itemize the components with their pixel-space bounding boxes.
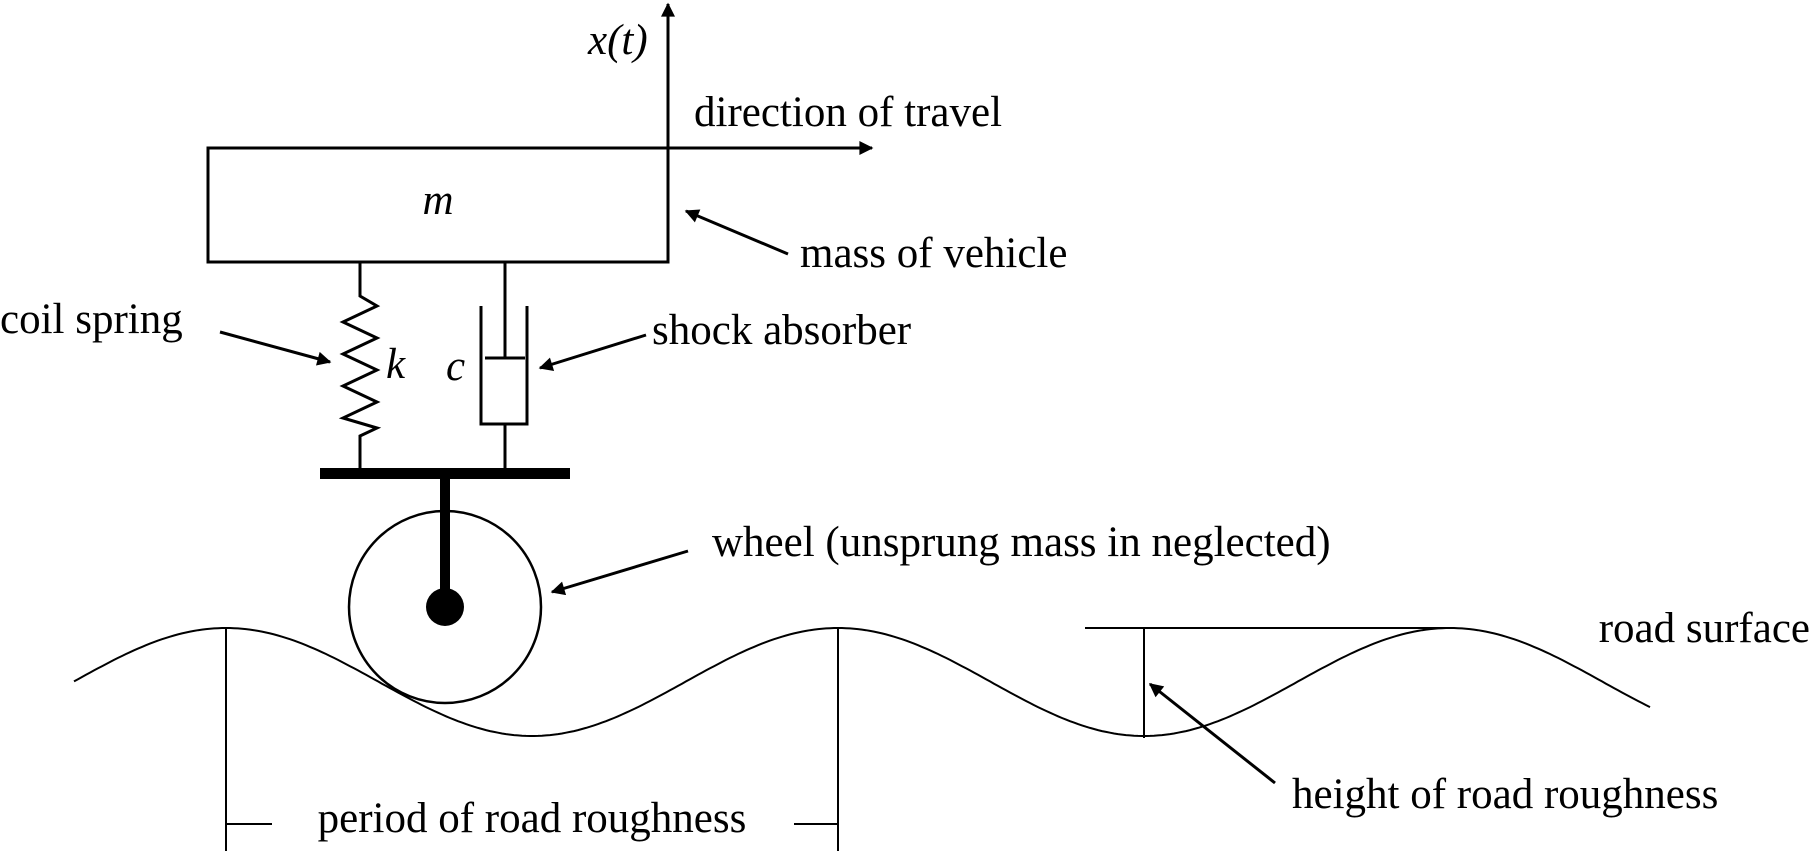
- wheel-hub: [426, 588, 464, 626]
- coil-spring: [338, 262, 382, 472]
- spring-pointer-arrow: [219, 330, 332, 366]
- spring-label: coil spring: [0, 296, 183, 343]
- mass-pointer-arrow: [684, 209, 789, 256]
- shock-absorber: [479, 262, 529, 472]
- spring-symbol: k: [386, 341, 406, 388]
- road-surface-line: [73, 627, 1651, 737]
- damper-symbol: c: [446, 343, 465, 390]
- road-label: road surface: [1599, 605, 1810, 652]
- height-label: height of road roughness: [1292, 771, 1718, 818]
- period-label: period of road roughness: [318, 795, 747, 842]
- damper-pointer-arrow: [538, 333, 647, 371]
- direction-label: direction of travel: [694, 89, 1002, 136]
- mass-label: mass of vehicle: [800, 230, 1067, 277]
- axle-bar: [320, 468, 570, 479]
- wheel-pointer-arrow: [550, 549, 689, 596]
- wheel-label: wheel (unsprung mass in neglected): [712, 519, 1331, 566]
- mass-symbol: m: [422, 177, 453, 224]
- displacement-label: x(t): [587, 17, 648, 64]
- wheel-strut: [440, 475, 450, 607]
- height-pointer-arrow: [1148, 682, 1276, 785]
- vehicle-mass-block: [206, 146, 670, 264]
- damper-label: shock absorber: [652, 307, 911, 354]
